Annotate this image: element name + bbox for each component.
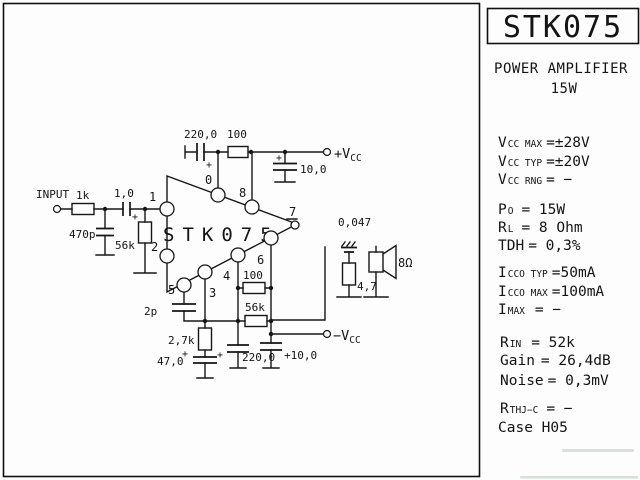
label-1u0: 1,0 (114, 187, 134, 200)
label-100-bottom: 100 (243, 269, 263, 282)
pin-8 (244, 199, 260, 215)
wires (59, 145, 389, 379)
label-100-top: 100 (227, 128, 247, 141)
pin-label-6: 6 (257, 253, 264, 267)
capacitor-plates (96, 143, 357, 364)
polarity-coupling: + (132, 212, 138, 223)
resistor-56k-input (137, 221, 153, 244)
vcc-neg-sub: CC (349, 335, 360, 346)
resistor-2k7 (197, 327, 213, 351)
label-56k-bottom: 56k (245, 301, 265, 314)
spec-tdh: TDH= 0,3% (498, 238, 581, 254)
panel-power: 15W (551, 81, 578, 97)
panel-subtitle: POWER AMPLIFIER (494, 61, 628, 77)
pin-7 (290, 220, 300, 230)
spec-rin: RIN= 52k (500, 335, 575, 351)
spec-case: Case H05 (498, 420, 568, 436)
polarity-47u: + (182, 349, 188, 360)
label-10u-bottom: +10,0 (284, 349, 317, 362)
spec-vcc-max: VCC MAX=±28V (498, 135, 590, 151)
zobel-cap-hatch (341, 241, 356, 247)
schematic-border (2, 2, 481, 478)
title-box (486, 7, 640, 45)
polarity-220u-top: + (206, 160, 212, 171)
vcc-neg-label: −VCC (333, 328, 361, 346)
spec-vcc-typ: VCC TYP=±20V (498, 154, 590, 170)
label-2p: 2p (144, 305, 157, 318)
label-8ohm: 8Ω (398, 256, 412, 270)
spec-panel: STK075 POWER AMPLIFIER 15W VCC MAX=±28V … (486, 7, 640, 479)
spec-vcc-rng: VCC RNG= − (498, 172, 573, 188)
pin-label-2: 2 (151, 240, 158, 254)
vcc-pos-main: +V (334, 146, 350, 162)
pin-label-8: 8 (239, 186, 246, 200)
pin-3 (197, 264, 213, 280)
vcc-neg-main: −V (333, 328, 349, 344)
speaker-8ohm (368, 244, 397, 280)
label-56k-input: 56k (115, 239, 135, 252)
label-10u-top: 10,0 (300, 163, 327, 176)
vcc-neg-terminal (322, 329, 332, 339)
spec-rl: RL= 8 Ohm (498, 220, 583, 236)
spec-noise: Noise= 0,3mV (500, 373, 609, 389)
input-terminal (52, 204, 62, 214)
pin-label-4: 4 (223, 269, 230, 283)
resistor-100-bottom (242, 281, 266, 295)
spec-rthj: RTHJ−C= − (500, 401, 573, 417)
scan-artifact-2 (520, 476, 638, 479)
pin-label-5: 5 (168, 283, 175, 297)
pin-label-1: 1 (149, 190, 156, 204)
pin-label-3: 3 (209, 286, 216, 300)
label-2k7: 2,7k (168, 334, 195, 347)
label-470p: 470p (69, 228, 96, 241)
scan-artifact-1 (562, 449, 634, 452)
vcc-pos-label: +VCC (334, 146, 362, 164)
vcc-pos-sub: CC (350, 153, 361, 164)
pin-5 (176, 277, 192, 293)
spec-gain: Gain= 26,4dB (500, 353, 611, 369)
resistor-4r7 (341, 262, 357, 286)
input-label: INPUT (36, 188, 69, 201)
label-1k: 1k (76, 189, 90, 202)
polarity-10u-top: + (276, 153, 282, 164)
speaker-cone (382, 244, 397, 280)
ic-label: STK075 (163, 224, 280, 246)
pin-4 (230, 247, 246, 263)
pin-label-7: 7 (289, 205, 296, 219)
label-220u-bottom: 220,0 (242, 351, 275, 364)
label-4r7: 4,7 (357, 280, 377, 293)
pin-6 (263, 230, 279, 246)
label-47u: 47,0 (157, 355, 184, 368)
pin-label-0: 0 (205, 173, 212, 187)
spec-po: PO= 15W (498, 202, 565, 218)
resistor-56k-bottom (244, 314, 268, 328)
junction-dots (102, 149, 288, 337)
part-number-title: STK075 (503, 10, 623, 45)
spec-icco-max: ICCO MAX=100mA (498, 284, 604, 300)
resistor-100-top (227, 145, 249, 159)
vcc-pos-terminal (322, 147, 332, 157)
polarity-220u-bottom: + (217, 350, 223, 361)
spec-imax: IMAX= − (498, 302, 561, 318)
spec-icco-typ: ICCO TYP=50mA (498, 265, 596, 281)
pin-1 (159, 201, 175, 217)
schematic-drawing: STK075 INPUT 1k 470p 1,0 + 56k 220,0 (36, 128, 412, 379)
label-220u-top: 220,0 (184, 128, 217, 141)
label-0047: 0,047 (338, 216, 371, 229)
resistor-1k (71, 202, 95, 216)
pin-0 (210, 187, 226, 203)
pin-2 (159, 248, 175, 264)
speaker-box (368, 251, 384, 273)
